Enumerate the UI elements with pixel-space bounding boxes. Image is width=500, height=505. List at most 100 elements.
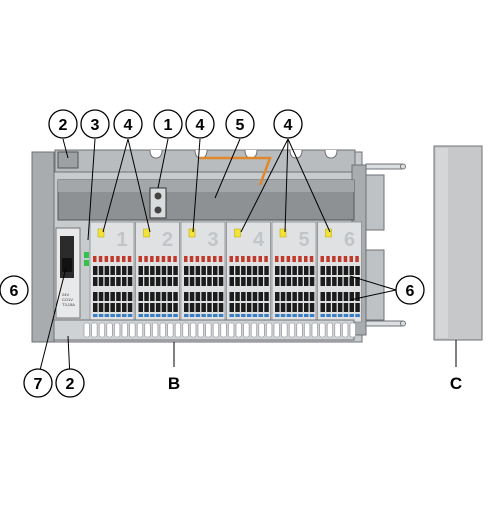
terminal	[337, 277, 343, 286]
terminal	[298, 292, 303, 301]
terminal	[337, 266, 343, 275]
terminal	[235, 277, 240, 286]
rail-slot	[212, 322, 219, 338]
terminal	[355, 292, 360, 301]
terminal	[167, 303, 172, 312]
terminal	[195, 303, 201, 312]
module-number: 5	[298, 229, 309, 251]
terminal-blue	[280, 314, 286, 317]
rail-slot	[349, 322, 356, 338]
terminal	[349, 292, 354, 301]
module-indicator	[184, 256, 188, 262]
module-indicator	[292, 256, 296, 262]
terminal-blue	[173, 314, 178, 317]
callout-4-mid-label: 4	[196, 117, 205, 134]
terminal	[104, 303, 110, 312]
rail-slot	[197, 322, 204, 338]
terminal	[326, 266, 331, 275]
module-indicator	[207, 256, 211, 262]
module-indicator	[127, 256, 132, 262]
module-indicator	[155, 256, 160, 262]
module-indicator	[280, 256, 285, 262]
terminal	[258, 277, 263, 286]
callout-1: 1	[153, 109, 183, 139]
terminal-blue	[229, 314, 234, 317]
terminal	[286, 303, 292, 312]
terminal	[229, 292, 234, 301]
terminal-blue	[320, 314, 325, 317]
terminal	[104, 292, 110, 301]
terminal-blue	[150, 314, 155, 317]
rail-slot	[304, 322, 311, 338]
terminal	[150, 303, 155, 312]
terminal	[213, 303, 218, 312]
rail-slot	[174, 322, 181, 338]
terminal	[286, 277, 292, 286]
terminal-blue	[304, 314, 309, 317]
terminal	[93, 292, 98, 301]
terminal	[155, 292, 161, 301]
module-indicator	[349, 256, 353, 262]
terminal-blue	[343, 314, 349, 317]
module-indicator	[189, 256, 194, 262]
module-indicator	[252, 256, 257, 262]
module-indicator	[98, 256, 103, 262]
rail-slot	[167, 322, 174, 338]
terminal	[98, 266, 104, 275]
terminal	[213, 277, 218, 286]
terminal	[173, 292, 178, 301]
terminal	[337, 303, 343, 312]
terminal-blue	[116, 314, 121, 317]
terminal-blue	[98, 314, 104, 317]
terminal	[201, 266, 206, 275]
terminal	[150, 292, 155, 301]
terminal	[189, 266, 195, 275]
terminal	[304, 303, 309, 312]
terminal	[122, 277, 127, 286]
io-module: 4	[226, 221, 271, 323]
rail-slot	[326, 322, 334, 338]
terminal	[195, 266, 201, 275]
terminal	[337, 292, 343, 301]
callout-4-right: 4	[273, 109, 303, 139]
module-indicator	[286, 256, 291, 262]
terminal	[349, 277, 354, 286]
rail-slot	[106, 322, 113, 338]
terminal-blue	[275, 314, 280, 317]
module-indicator	[343, 256, 348, 262]
rail-slot	[228, 322, 235, 338]
terminal	[280, 266, 286, 275]
terminal	[343, 266, 349, 275]
terminal	[150, 277, 155, 286]
terminal-blue	[189, 314, 195, 317]
module-indicator	[241, 256, 245, 262]
terminal	[138, 277, 143, 286]
module-indicator	[229, 256, 233, 262]
module-indicator	[258, 256, 262, 262]
terminal	[246, 277, 252, 286]
module-indicator	[116, 256, 120, 262]
terminal-blue	[292, 314, 297, 317]
terminal	[207, 277, 212, 286]
io-module: 2	[135, 221, 180, 323]
terminal	[110, 266, 115, 275]
terminal	[309, 303, 315, 312]
module-led	[97, 228, 105, 238]
terminal	[235, 292, 240, 301]
rail-slot	[129, 322, 136, 338]
psu-label-line2: CO1V	[62, 297, 73, 302]
terminal	[241, 277, 246, 286]
rail-slot	[342, 322, 349, 338]
module-number: 3	[207, 229, 218, 251]
right-pins	[365, 163, 406, 327]
module-indicator	[213, 256, 217, 262]
terminal	[252, 292, 258, 301]
callout-1-label: 1	[164, 117, 173, 134]
terminal	[127, 303, 133, 312]
terminal	[258, 266, 263, 275]
rail-slot	[83, 322, 90, 338]
terminal	[155, 266, 161, 275]
terminal	[116, 292, 121, 301]
terminal	[144, 292, 149, 301]
